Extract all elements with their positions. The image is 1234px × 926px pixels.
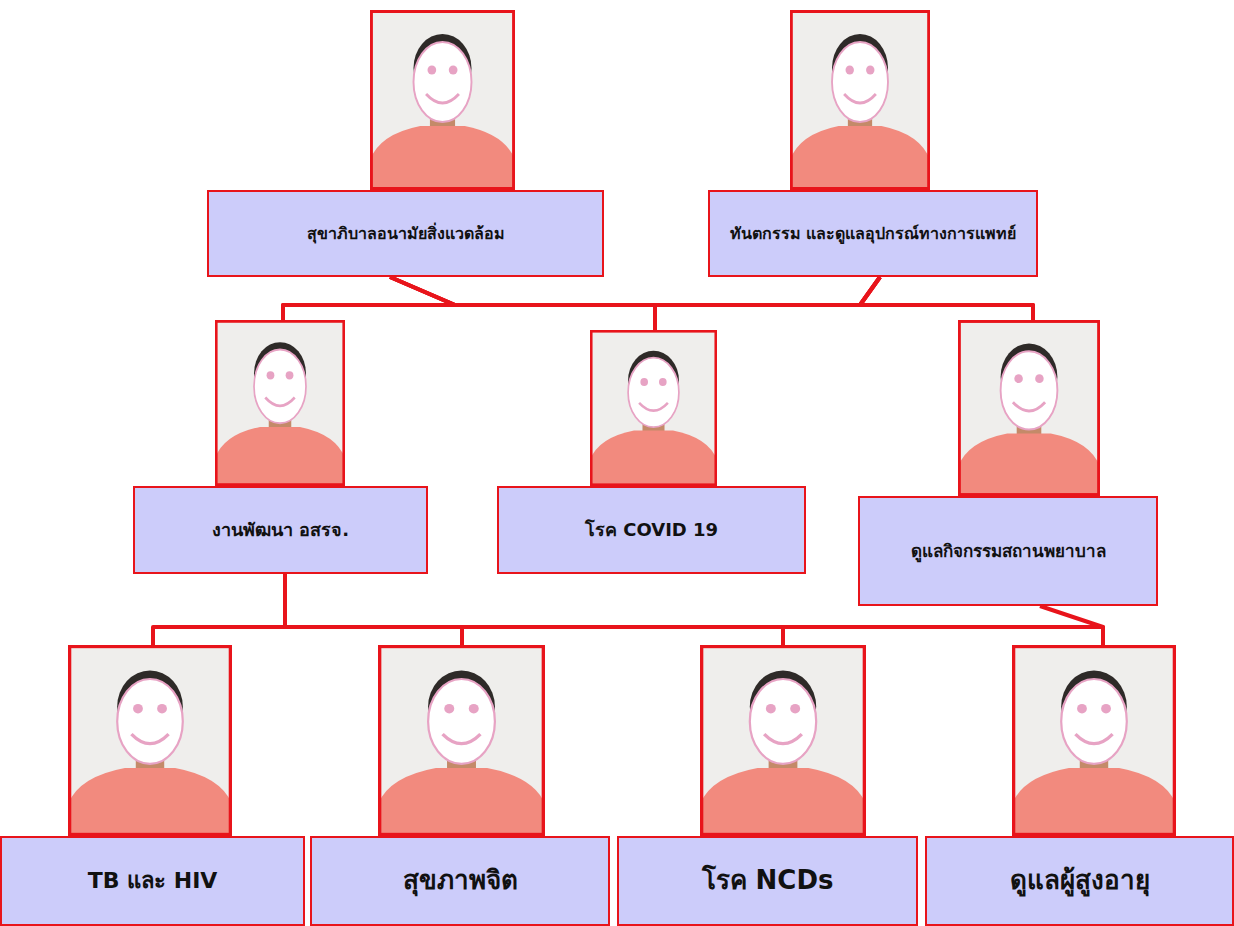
staff-photo <box>958 320 1100 496</box>
role-box: โรค COVID 19 <box>497 486 806 574</box>
role-label: ดูแลกิจกรรมสถานพยาบาล <box>911 540 1106 563</box>
staff-photo <box>590 330 717 486</box>
staff-photo <box>370 10 515 190</box>
staff-photo <box>215 320 345 486</box>
role-label: งานพัฒนา อสรจ. <box>212 518 349 542</box>
staff-photo <box>378 645 545 836</box>
staff-photo <box>700 645 866 836</box>
role-label: โรค NCDs <box>702 863 834 898</box>
role-label: ดูแลผู้สูงอายุ <box>1010 863 1150 898</box>
role-label: สุขภาพจิต <box>403 863 518 898</box>
role-box: โรค NCDs <box>617 836 918 926</box>
role-box: ดูแลกิจกรรมสถานพยาบาล <box>858 496 1158 606</box>
role-label: โรค COVID 19 <box>585 518 718 542</box>
role-box: ทันตกรรม และดูแลอุปกรณ์ทางการแพทย์ <box>708 190 1038 277</box>
role-label: ทันตกรรม และดูแลอุปกรณ์ทางการแพทย์ <box>730 223 1017 245</box>
role-box: TB และ HIV <box>0 836 305 926</box>
role-label: TB และ HIV <box>88 866 218 896</box>
role-label: สุขาภิบาลอนามัยสิ่งแวดล้อม <box>307 223 505 245</box>
role-box: สุขภาพจิต <box>310 836 610 926</box>
role-box: สุขาภิบาลอนามัยสิ่งแวดล้อม <box>207 190 604 277</box>
staff-photo <box>1012 645 1176 836</box>
staff-photo <box>790 10 930 190</box>
role-box: ดูแลผู้สูงอายุ <box>925 836 1234 926</box>
role-box: งานพัฒนา อสรจ. <box>133 486 428 574</box>
staff-photo <box>68 645 232 836</box>
org-connector <box>390 277 1033 496</box>
org-connector <box>283 277 880 486</box>
org-connector <box>285 574 1103 836</box>
